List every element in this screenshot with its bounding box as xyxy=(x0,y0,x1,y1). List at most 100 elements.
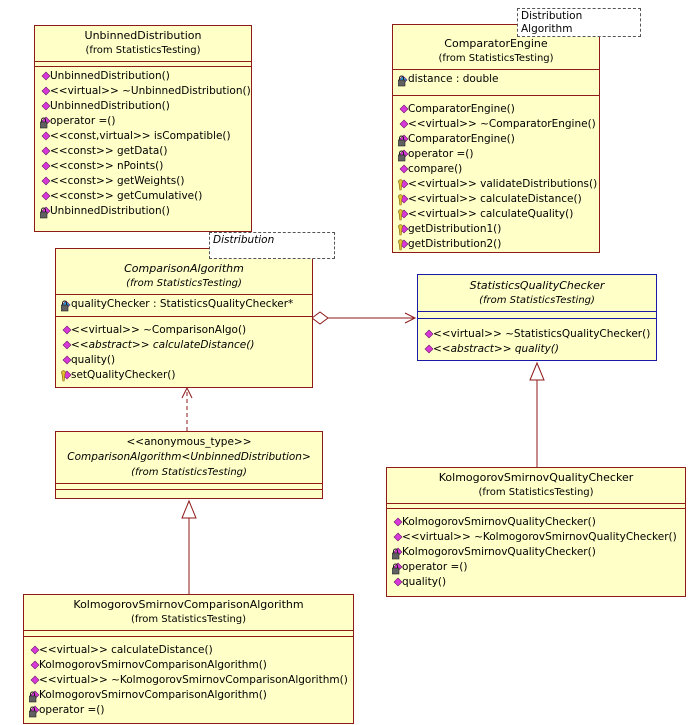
class-package: (from StatisticsTesting) xyxy=(126,278,242,289)
class-kolmogorov-smirnov-quality-checker[interactable]: KolmogorovSmirnovQualityChecker (from St… xyxy=(386,467,686,597)
member-signature: distance : double xyxy=(408,73,499,85)
protected-method-icon xyxy=(398,194,409,206)
member-row[interactable]: <<virtual>> validateDistributions() xyxy=(398,177,599,192)
public-method-icon xyxy=(424,329,434,339)
template-parameter-box: Distribution Algorithm xyxy=(517,8,641,37)
private-method-icon xyxy=(40,116,51,129)
member-signature: <<const>> getData() xyxy=(50,145,168,157)
member-row[interactable]: <<const>> getWeights() xyxy=(40,174,251,189)
member-row[interactable]: operator =() xyxy=(398,147,599,162)
generalization-triangle-icon xyxy=(529,361,545,381)
private-method-icon xyxy=(29,690,40,703)
member-row[interactable]: KolmogorovSmirnovQualityChecker() xyxy=(392,515,685,530)
class-comparison-algorithm[interactable]: ComparisonAlgorithm (from StatisticsTest… xyxy=(55,248,313,388)
public-method-icon xyxy=(41,161,51,171)
class-package: (from StatisticsTesting) xyxy=(85,45,201,56)
member-signature: KolmogorovSmirnovQualityChecker() xyxy=(402,546,596,558)
public-method-icon xyxy=(30,660,40,670)
member-row[interactable]: setQualityChecker() xyxy=(61,368,312,383)
public-method-icon xyxy=(41,101,51,111)
member-signature: quality() xyxy=(402,576,447,588)
member-signature: <<const>> getWeights() xyxy=(50,175,185,187)
public-method-icon xyxy=(41,176,51,186)
member-signature: <<abstract>> calculateDistance() xyxy=(71,339,255,351)
member-row[interactable]: compare() xyxy=(398,162,599,177)
member-row[interactable]: <<virtual>> calculateDistance() xyxy=(29,643,353,658)
public-method-icon xyxy=(41,131,51,141)
member-row[interactable]: <<virtual>> ~UnbinnedDistribution() xyxy=(40,84,251,99)
private-method-icon xyxy=(29,705,40,718)
private-method-icon xyxy=(398,134,409,147)
protected-method-icon xyxy=(398,239,409,251)
generalization-triangle-icon xyxy=(181,499,197,519)
member-row[interactable]: getDistribution1() xyxy=(398,222,599,237)
member-signature: UnbinnedDistribution() xyxy=(50,205,170,217)
member-row[interactable]: getDistribution2() xyxy=(398,237,599,252)
member-row[interactable]: <<const>> getCumulative() xyxy=(40,189,251,204)
attribute-list: qualityChecker : StatisticsQualityChecke… xyxy=(56,295,312,316)
member-signature: KolmogorovSmirnovComparisonAlgorithm() xyxy=(39,689,267,701)
class-stereotype: <<anonymous_type>> xyxy=(126,436,252,448)
member-row[interactable]: UnbinnedDistribution() xyxy=(40,204,251,219)
member-row[interactable]: qualityChecker : StatisticsQualityChecke… xyxy=(61,297,312,312)
member-row[interactable]: UnbinnedDistribution() xyxy=(40,69,251,84)
member-row[interactable]: quality() xyxy=(61,353,312,368)
member-row[interactable]: operator =() xyxy=(29,703,353,718)
member-row[interactable]: <<const>> getData() xyxy=(40,144,251,159)
protected-method-icon xyxy=(398,209,409,221)
association-arrowhead-icon xyxy=(404,312,417,324)
class-unbinned-distribution[interactable]: UnbinnedDistribution (from StatisticsTes… xyxy=(34,25,252,232)
member-row[interactable]: KolmogorovSmirnovComparisonAlgorithm() xyxy=(29,658,353,673)
member-row[interactable]: quality() xyxy=(392,575,685,590)
public-method-icon xyxy=(30,675,40,685)
member-signature: UnbinnedDistribution() xyxy=(50,70,170,82)
member-row[interactable]: <<virtual>> ~KolmogorovSmirnovComparison… xyxy=(29,673,353,688)
class-kolmogorov-smirnov-comparison-algorithm[interactable]: KolmogorovSmirnovComparisonAlgorithm (fr… xyxy=(23,594,354,724)
class-statistics-quality-checker[interactable]: StatisticsQualityChecker (from Statistic… xyxy=(417,274,657,361)
public-method-icon xyxy=(41,71,51,81)
class-anonymous-bound-comparison-algorithm[interactable]: <<anonymous_type>> ComparisonAlgorithm<U… xyxy=(55,431,323,499)
public-method-icon xyxy=(41,146,51,156)
member-row[interactable]: <<virtual>> ~ComparisonAlgo() xyxy=(61,323,312,338)
member-row[interactable]: <<const,virtual>> isCompatible() xyxy=(40,129,251,144)
public-method-icon xyxy=(62,325,72,335)
protected-method-icon xyxy=(398,224,409,236)
member-signature: <<const>> nPoints() xyxy=(50,160,164,172)
template-parameter-box: Distribution xyxy=(209,232,335,259)
member-row[interactable]: operator =() xyxy=(40,114,251,129)
member-signature: <<virtual>> ~StatisticsQualityChecker() xyxy=(433,328,651,340)
member-row[interactable]: operator =() xyxy=(392,560,685,575)
public-method-icon xyxy=(393,517,403,527)
member-row[interactable]: <<abstract>> quality() xyxy=(423,342,656,357)
public-method-icon xyxy=(399,119,409,129)
member-signature: <<virtual>> ~KolmogorovSmirnovComparison… xyxy=(39,674,348,686)
class-comparator-engine[interactable]: ComparatorEngine (from StatisticsTesting… xyxy=(392,24,600,253)
member-signature: <<abstract>> quality() xyxy=(433,343,559,355)
member-row[interactable]: distance : double xyxy=(398,72,599,87)
member-signature: operator =() xyxy=(402,561,468,573)
member-signature: KolmogorovSmirnovComparisonAlgorithm() xyxy=(39,659,267,671)
member-row[interactable]: <<virtual>> ~StatisticsQualityChecker() xyxy=(423,327,656,342)
member-row[interactable]: <<const>> nPoints() xyxy=(40,159,251,174)
member-signature: quality() xyxy=(71,354,116,366)
member-row[interactable]: UnbinnedDistribution() xyxy=(40,99,251,114)
class-name: ComparisonAlgorithm xyxy=(124,262,244,275)
member-signature: <<virtual>> ~KolmogorovSmirnovQualityChe… xyxy=(402,531,677,543)
member-row[interactable]: ComparatorEngine() xyxy=(398,102,599,117)
member-row[interactable]: KolmogorovSmirnovQualityChecker() xyxy=(392,545,685,560)
member-row[interactable]: <<virtual>> ~ComparatorEngine() xyxy=(398,117,599,132)
public-method-icon xyxy=(41,86,51,96)
member-signature: ComparatorEngine() xyxy=(408,103,515,115)
member-row[interactable]: <<virtual>> calculateQuality() xyxy=(398,207,599,222)
member-row[interactable]: <<virtual>> calculateDistance() xyxy=(398,192,599,207)
class-name: KolmogorovSmirnovQualityChecker xyxy=(438,471,634,484)
member-row[interactable]: KolmogorovSmirnovComparisonAlgorithm() xyxy=(29,688,353,703)
public-method-icon xyxy=(41,191,51,201)
member-signature: UnbinnedDistribution() xyxy=(50,100,170,112)
method-list: ComparatorEngine()<<virtual>> ~Comparato… xyxy=(393,96,599,254)
member-row[interactable]: <<abstract>> calculateDistance() xyxy=(61,338,312,353)
member-row[interactable]: ComparatorEngine() xyxy=(398,132,599,147)
member-row[interactable]: <<virtual>> ~KolmogorovSmirnovQualityChe… xyxy=(392,530,685,545)
